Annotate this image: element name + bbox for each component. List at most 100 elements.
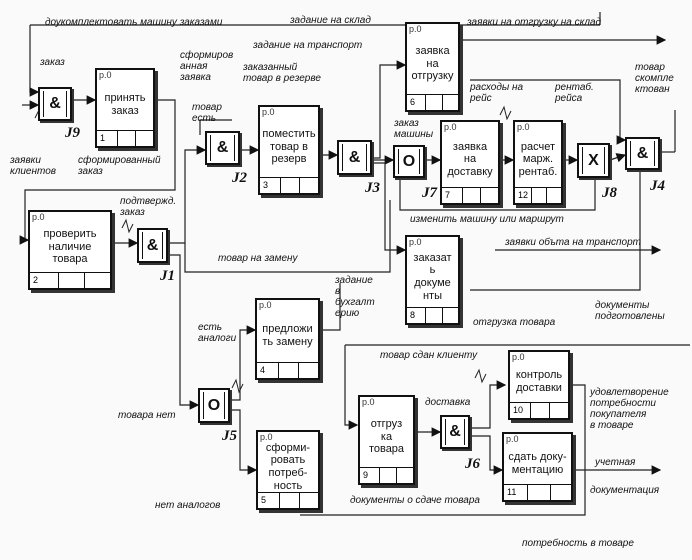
box-label: заказат ь докуме нты — [413, 251, 452, 302]
box-number: 6 — [410, 97, 416, 107]
box-prinyat-zakaz[interactable]: p.0 принять заказ 1 — [95, 68, 155, 148]
box-footer: 11 — [504, 484, 571, 500]
junction-j5[interactable]: O — [198, 388, 230, 423]
box-otgruzka-tovara[interactable]: p.0 отгруз ка товара 9 — [358, 395, 415, 485]
box-predlozhit-zamenu[interactable]: p.0 предложи ть замену 4 — [255, 298, 320, 380]
junction-j6[interactable]: & — [440, 415, 470, 449]
label-potrebnost: потребность в товаре — [522, 538, 634, 549]
box-footer: 7 — [442, 187, 498, 203]
label-zayavki-klientov: заявки клиентов — [10, 155, 56, 177]
label-podtverzh-zakaz: подтвержд. заказ — [120, 196, 177, 218]
box-zakazat-dokumenty[interactable]: p.0 заказат ь докуме нты 8 — [405, 235, 460, 325]
box-ref: p.0 — [517, 122, 530, 132]
box-label: проверить наличие товара — [43, 228, 97, 266]
junction-j7[interactable]: O — [393, 145, 425, 178]
junction-symbol: & — [49, 95, 61, 112]
box-pomestit-v-rezerv[interactable]: p.0 поместить товар в резерв 3 — [258, 105, 320, 195]
junction-symbol: & — [146, 236, 159, 254]
junction-j1[interactable]: & — [137, 228, 168, 263]
label-sformir-zakaz: сформированный заказ — [78, 155, 161, 177]
label-tovar-na-zamenu: товар на замену — [218, 253, 298, 264]
junction-symbol: & — [348, 148, 361, 166]
junction-j3[interactable]: & — [337, 140, 372, 175]
box-footer: 8 — [407, 307, 458, 323]
label-dostavka: доставка — [425, 397, 471, 408]
label-est-analogi: есть аналоги — [198, 322, 237, 344]
label-dokumenty-sdache: документы о сдаче товара — [350, 495, 480, 506]
box-footer: 5 — [258, 492, 318, 508]
label-zadanie-sklad: задание на склад — [290, 15, 371, 26]
box-label: принять заказ — [104, 92, 146, 117]
box-footer: 2 — [30, 272, 110, 288]
box-sdat-dokumentaciyu[interactable]: p.0 сдать доку- ментацию 11 — [502, 432, 573, 502]
box-raschet-rentab[interactable]: p.0 расчет марж. рентаб. 12 — [513, 120, 563, 205]
box-ref: p.0 — [512, 352, 525, 362]
label-tovar-est: товар есть — [192, 102, 222, 124]
junction-j9[interactable]: & — [38, 87, 72, 121]
box-number: 12 — [518, 190, 529, 200]
box-kontrol-dostavki[interactable]: p.0 контроль доставки 10 — [508, 350, 570, 420]
junction-name: J7 — [422, 185, 437, 201]
box-ref: p.0 — [260, 432, 273, 442]
box-footer: 4 — [257, 362, 318, 378]
box-footer: 3 — [260, 177, 318, 193]
box-ref: p.0 — [362, 397, 375, 407]
box-footer: 12 — [515, 187, 561, 203]
box-proverit-nalichie[interactable]: p.0 проверить наличие товара 2 — [28, 210, 112, 290]
junction-name: J4 — [650, 178, 665, 194]
box-footer: 10 — [510, 402, 568, 418]
label-zadanie-buhgalteriyu: задание в бухгалт ерию — [335, 275, 375, 319]
box-label: заявка на отгрузку — [411, 45, 454, 83]
label-tovara-net: товара нет — [118, 410, 176, 421]
label-izmenit-mashinu: изменить машину или маршрут — [410, 214, 564, 225]
box-ref: p.0 — [32, 212, 45, 222]
box-number: 1 — [100, 133, 106, 143]
label-dokumentaciya: документация — [590, 485, 660, 496]
label-udovletvorenie: удовлетворение потребности покупателя в … — [590, 387, 669, 431]
junction-symbol: X — [588, 151, 599, 169]
box-number: 7 — [445, 190, 451, 200]
label-sformir-zayavka: сформиров анная заявка — [180, 50, 234, 83]
box-ref: p.0 — [409, 237, 422, 247]
junction-name: J3 — [365, 180, 380, 196]
junction-symbol: O — [402, 152, 416, 170]
box-sformirovat-potrebnost[interactable]: p.0 сформи- ровать потреб- ность 5 — [256, 430, 320, 510]
junction-symbol: & — [216, 139, 229, 156]
box-ref: p.0 — [99, 70, 112, 80]
junction-name: J2 — [232, 170, 247, 186]
label-zayavki-obekta: заявки объта на транспорт — [505, 237, 641, 248]
label-rentab-reisa: рентаб. рейса — [555, 82, 594, 104]
box-number: 2 — [33, 275, 39, 285]
box-footer: 9 — [360, 467, 413, 483]
junction-j8[interactable]: X — [577, 143, 610, 178]
junction-j4[interactable]: & — [625, 137, 660, 170]
junction-name: J6 — [465, 456, 480, 472]
box-footer: 1 — [97, 130, 153, 146]
box-number: 9 — [363, 470, 369, 480]
box-ref: p.0 — [506, 434, 519, 444]
label-zakaz-mashiny: заказ машины — [394, 118, 434, 140]
box-label: заявка на доставку — [447, 140, 493, 178]
box-label: поместить товар в резерв — [262, 128, 316, 166]
box-number: 5 — [261, 495, 267, 505]
box-number: 8 — [410, 310, 416, 320]
label-zakaz: заказ — [40, 57, 65, 68]
label-net-analogov: нет аналогов — [155, 500, 221, 511]
box-label: сдать доку- ментацию — [508, 451, 567, 476]
box-label: расчет марж. рентаб. — [518, 140, 558, 178]
junction-name: J5 — [222, 428, 237, 444]
box-label: контроль доставки — [515, 369, 563, 394]
box-ref: p.0 — [262, 107, 275, 117]
box-number: 4 — [260, 365, 266, 375]
junction-j2[interactable]: & — [205, 131, 240, 165]
label-dokumenty-podgotovleny: документы подготовлены — [595, 300, 665, 322]
box-footer: 6 — [407, 94, 458, 110]
label-tovar-sdan: товар сдан клиенту — [380, 350, 478, 361]
box-label: сформи- ровать потреб- ность — [265, 441, 311, 492]
box-zayavka-na-otgruzku[interactable]: p.0 заявка на отгрузку 6 — [405, 22, 460, 112]
label-zayavki-otgruzku: заявки на отгрузку на склад — [467, 17, 602, 28]
box-ref: p.0 — [259, 300, 272, 310]
box-zayavka-na-dostavku[interactable]: p.0 заявка на доставку 7 — [440, 120, 500, 205]
box-number: 10 — [513, 405, 524, 415]
